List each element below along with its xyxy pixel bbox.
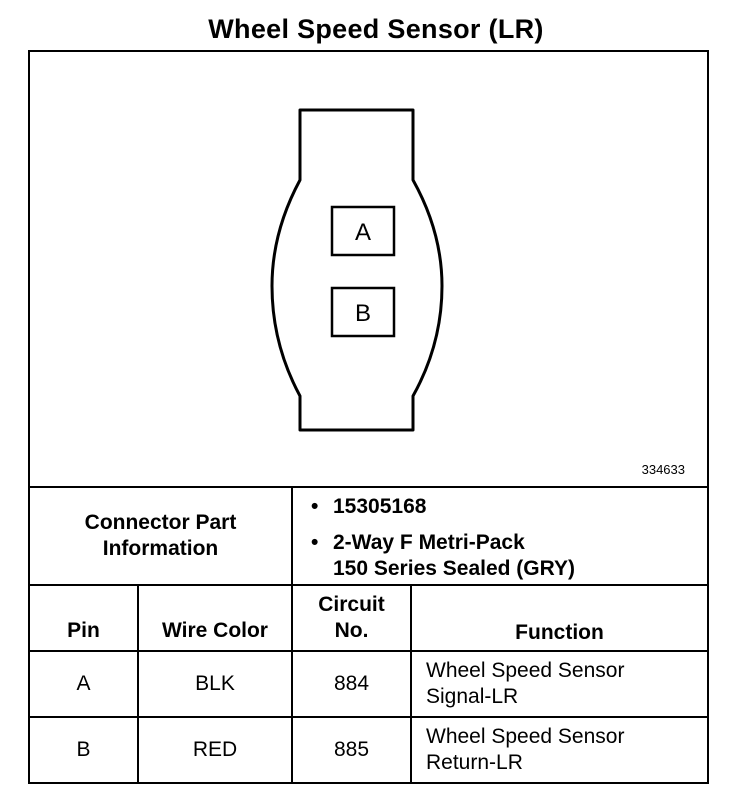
pin-b-label: B <box>355 300 371 327</box>
connector-info-values: • 15305168 • 2-Way F Metri-Pack 150 Seri… <box>293 488 707 584</box>
pin-table: Pin Wire Color Circuit No. Function A BL… <box>30 586 707 782</box>
row-b-wire-color: RED <box>192 738 238 761</box>
pin-a-label: A <box>355 219 371 246</box>
connector-description-2: 150 Series Sealed (GRY) <box>333 557 576 580</box>
header-pin: Pin <box>67 619 100 642</box>
description-line-1: • 2-Way F Metri-Pack <box>311 530 525 556</box>
part-number: 15305168 <box>333 495 427 518</box>
connector-drawing: A B <box>270 108 444 432</box>
header-circuit: Circuit No. <box>293 586 410 650</box>
bullet-icon: • <box>311 495 319 518</box>
row-b-circuit: 885 <box>333 738 370 761</box>
part-number-line: • 15305168 <box>311 494 427 520</box>
row-b-function: Wheel Speed Sensor Return-LR <box>412 718 707 782</box>
connector-info-label-line2: Information <box>102 537 219 560</box>
header-function: Function <box>515 621 604 644</box>
bullet-icon: • <box>311 531 319 554</box>
connector-info-label-line1: Connector Part <box>84 511 237 534</box>
connector-sheet: A B 334633 Connector Part Information • … <box>28 50 709 784</box>
connector-info-row: Connector Part Information • 15305168 • … <box>30 486 707 586</box>
header-circuit-line1: Circuit <box>318 593 385 616</box>
row-a-function: Wheel Speed Sensor Signal-LR <box>412 652 707 716</box>
row-b-function-line2: Return-LR <box>426 751 523 774</box>
header-circuit-line2: No. <box>334 619 369 642</box>
row-a-pin: A <box>76 672 91 695</box>
row-a-function-line2: Signal-LR <box>426 685 519 708</box>
figure-number: 334633 <box>641 462 685 477</box>
row-a-function-line1: Wheel Speed Sensor <box>426 659 625 682</box>
connector-body-outline <box>270 108 444 432</box>
connector-diagram: A B 334633 <box>30 52 707 486</box>
connector-description-1: 2-Way F Metri-Pack <box>333 531 525 554</box>
header-wire-color: Wire Color <box>162 619 268 642</box>
row-b-function-line1: Wheel Speed Sensor <box>426 725 625 748</box>
pin-b-cavity <box>330 286 396 338</box>
row-a-circuit: 884 <box>333 672 370 695</box>
row-a-wire-color: BLK <box>195 672 235 695</box>
description-line-2: 150 Series Sealed (GRY) <box>333 556 575 582</box>
page-title: Wheel Speed Sensor (LR) <box>208 14 544 44</box>
row-b-pin: B <box>76 738 91 761</box>
connector-info-label: Connector Part Information <box>30 488 293 584</box>
pin-a-cavity <box>330 205 396 257</box>
